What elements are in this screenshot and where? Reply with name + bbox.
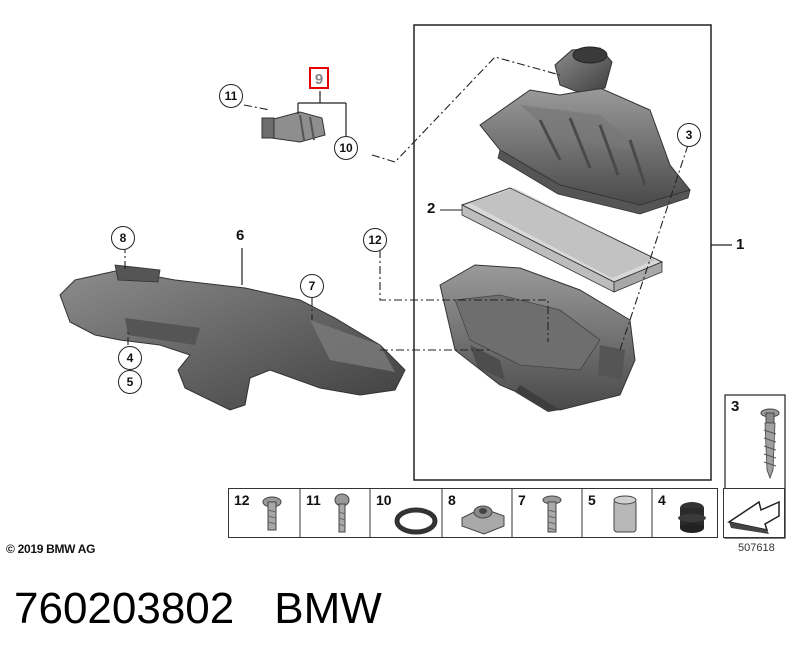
strip-cell-10: 10 <box>376 492 392 508</box>
assembly-frame <box>413 24 712 481</box>
strip-cell-12: 12 <box>234 492 250 508</box>
screw-3-drawing <box>760 408 780 480</box>
label-3-side: 3 <box>731 398 740 415</box>
lower-housing-drawing <box>439 264 636 412</box>
strip-cell-5: 5 <box>588 492 596 508</box>
parts-diagram: 11 10 3 8 12 7 4 5 9 2 1 6 3 <box>6 24 786 556</box>
diagram-drawing <box>59 24 786 539</box>
callout-3: 3 <box>677 123 701 147</box>
arrow-box <box>723 488 785 538</box>
label-2: 2 <box>427 200 436 217</box>
parts-strip: 12 11 10 8 7 5 4 <box>228 488 718 538</box>
parts-strip-drawing <box>228 488 718 538</box>
callout-7: 7 <box>300 274 324 298</box>
callout-11: 11 <box>219 84 243 108</box>
part-number: 760203802 <box>14 584 235 633</box>
callout-9-highlighted: 9 <box>309 67 329 89</box>
leader-lines <box>124 56 689 351</box>
image-number: 507618 <box>738 542 775 554</box>
side-frame <box>724 394 786 539</box>
upper-housing-drawing <box>479 46 691 215</box>
bracket-9 <box>241 91 347 285</box>
strip-cell-11: 11 <box>306 492 321 508</box>
sensor-drawing <box>261 111 326 143</box>
callout-4: 4 <box>118 346 142 370</box>
callout-8: 8 <box>111 226 135 250</box>
strip-cell-8: 8 <box>448 492 456 508</box>
label-6: 6 <box>236 227 245 244</box>
filter-element-drawing <box>460 187 664 293</box>
strip-cell-7: 7 <box>518 492 526 508</box>
callout-10: 10 <box>334 136 358 160</box>
brand-name: BMW <box>274 584 382 633</box>
strip-cell-4: 4 <box>658 492 666 508</box>
callout-5: 5 <box>118 370 142 394</box>
callout-12: 12 <box>363 228 387 252</box>
intake-duct-drawing <box>59 264 406 411</box>
part-caption: 760203802 BMW <box>14 584 422 634</box>
label-1: 1 <box>736 236 745 253</box>
copyright-text: © 2019 BMW AG <box>6 542 96 556</box>
